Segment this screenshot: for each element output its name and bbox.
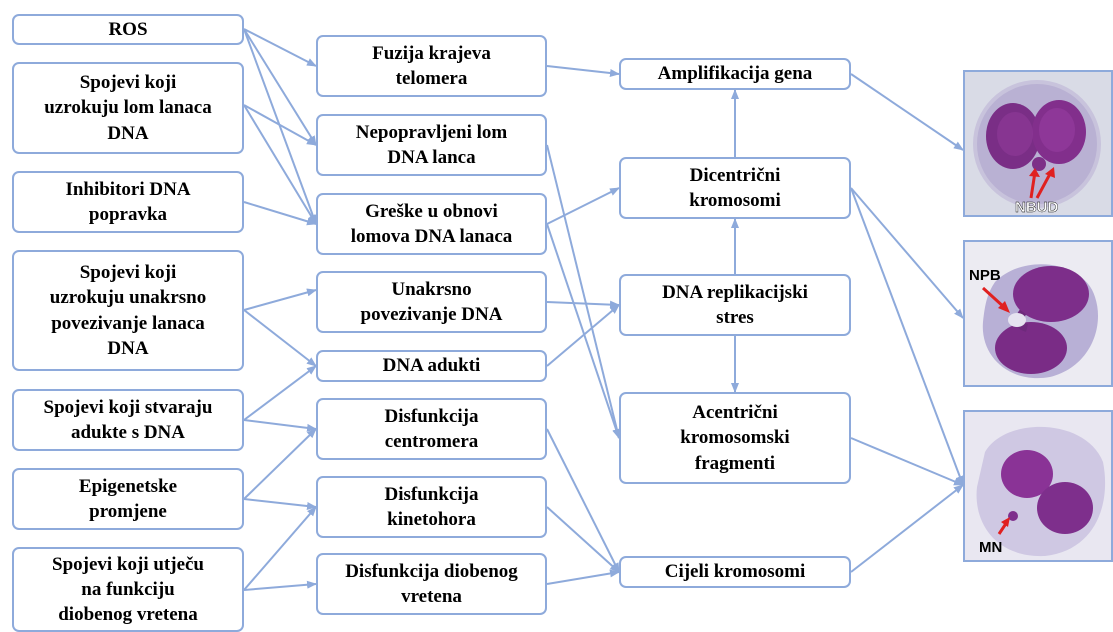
micrograph-label-nbud: NBUD — [1015, 199, 1058, 215]
edge-adukti-to-replikacijski — [546, 304, 620, 367]
micrograph-label-npb: NPB — [969, 267, 1001, 284]
edge-kinetohora-to-cijeli — [546, 506, 620, 573]
edge-spojevi-adukte-to-adukti — [243, 365, 317, 421]
node-epigenetske: Epigenetske promjene — [12, 468, 244, 530]
edge-spojevi-unakrsno-to-unakrsno — [243, 288, 317, 311]
nucleus-lower — [1037, 482, 1093, 534]
nucleus-top — [1013, 266, 1089, 322]
node-replikacijski: DNA replikacijski stres — [619, 274, 851, 336]
node-acentricni: Acentrični kromosomski fragmenti — [619, 392, 851, 484]
edge-greske-to-dicentricni — [546, 187, 620, 225]
node-spojevi-lom: Spojevi koji uzrokuju lom lanaca DNA — [12, 62, 244, 154]
edge-unakrsno-to-replikacijski — [546, 300, 620, 309]
edge-inhibitori-to-greske — [243, 201, 317, 226]
node-cijeli: Cijeli kromosomi — [619, 556, 851, 588]
edge-epigenetske-to-kinetohora — [243, 498, 317, 510]
edge-fuzija-to-amplifikacija — [546, 65, 620, 77]
node-fuzija: Fuzija krajeva telomera — [316, 35, 547, 97]
edge-acentricni-to-mn — [850, 437, 964, 486]
node-kinetohora: Disfunkcija kinetohora — [316, 476, 547, 538]
micrograph-nbud: NBUD — [963, 70, 1113, 217]
node-spojevi-adukte: Spojevi koji stvaraju adukte s DNA — [12, 389, 244, 451]
edge-epigenetske-to-centromera — [243, 428, 317, 500]
edge-ros-to-greske — [243, 28, 317, 225]
node-ros: ROS — [12, 14, 244, 45]
node-inhibitori: Inhibitori DNA popravka — [12, 171, 244, 233]
nuclear-bud — [1032, 157, 1046, 171]
node-spojevi-unakrsno: Spojevi koji uzrokuju unakrsno povezivan… — [12, 250, 244, 371]
micronucleus — [1008, 511, 1018, 521]
micrograph-mn: MN — [963, 410, 1113, 562]
edge-vretena-to-cijeli — [546, 569, 620, 585]
edge-cijeli-to-mn — [850, 484, 964, 573]
edge-spojevi-lom-to-greske — [243, 104, 317, 225]
edge-greske-to-acentricni — [546, 223, 620, 439]
node-vretena: Disfunkcija diobenog vretena — [316, 553, 547, 615]
node-unakrsno: Unakrsno povezivanje DNA — [316, 271, 547, 333]
edge-dicentricni-to-mn — [850, 187, 964, 486]
node-nepopravljeni: Nepopravljeni lom DNA lanca — [316, 114, 547, 176]
micrograph-npb: NPB — [963, 240, 1113, 387]
node-amplifikacija: Amplifikacija gena — [619, 58, 851, 90]
node-greske: Greške u obnovi lomova DNA lanaca — [316, 193, 547, 255]
edge-ros-to-fuzija — [243, 28, 317, 67]
edge-spojevi-vreteno-to-vretena — [243, 580, 317, 591]
edge-dicentricni-to-npb — [850, 187, 964, 319]
edge-ros-to-nepopravljeni — [243, 28, 317, 146]
edge-spojevi-unakrsno-to-adukti — [243, 309, 317, 367]
edge-spojevi-adukte-to-centromera — [243, 419, 317, 432]
micrograph-label-mn: MN — [979, 539, 1002, 556]
node-dicentricni: Dicentrični kromosomi — [619, 157, 851, 219]
nucleus-upper — [1001, 450, 1053, 498]
edge-centromera-to-cijeli — [546, 428, 620, 573]
nucleus-bottom — [995, 322, 1067, 374]
node-spojevi-vreteno: Spojevi koji utječu na funkciju diobenog… — [12, 547, 244, 632]
edge-nepopravljeni-to-acentricni — [546, 144, 621, 439]
edge-amplifikacija-to-nbud — [850, 73, 964, 151]
edge-spojevi-lom-to-nepopravljeni — [243, 104, 317, 146]
node-adukti: DNA adukti — [316, 350, 547, 382]
edge-spojevi-vreteno-to-kinetohora — [243, 506, 317, 591]
node-centromera: Disfunkcija centromera — [316, 398, 547, 460]
